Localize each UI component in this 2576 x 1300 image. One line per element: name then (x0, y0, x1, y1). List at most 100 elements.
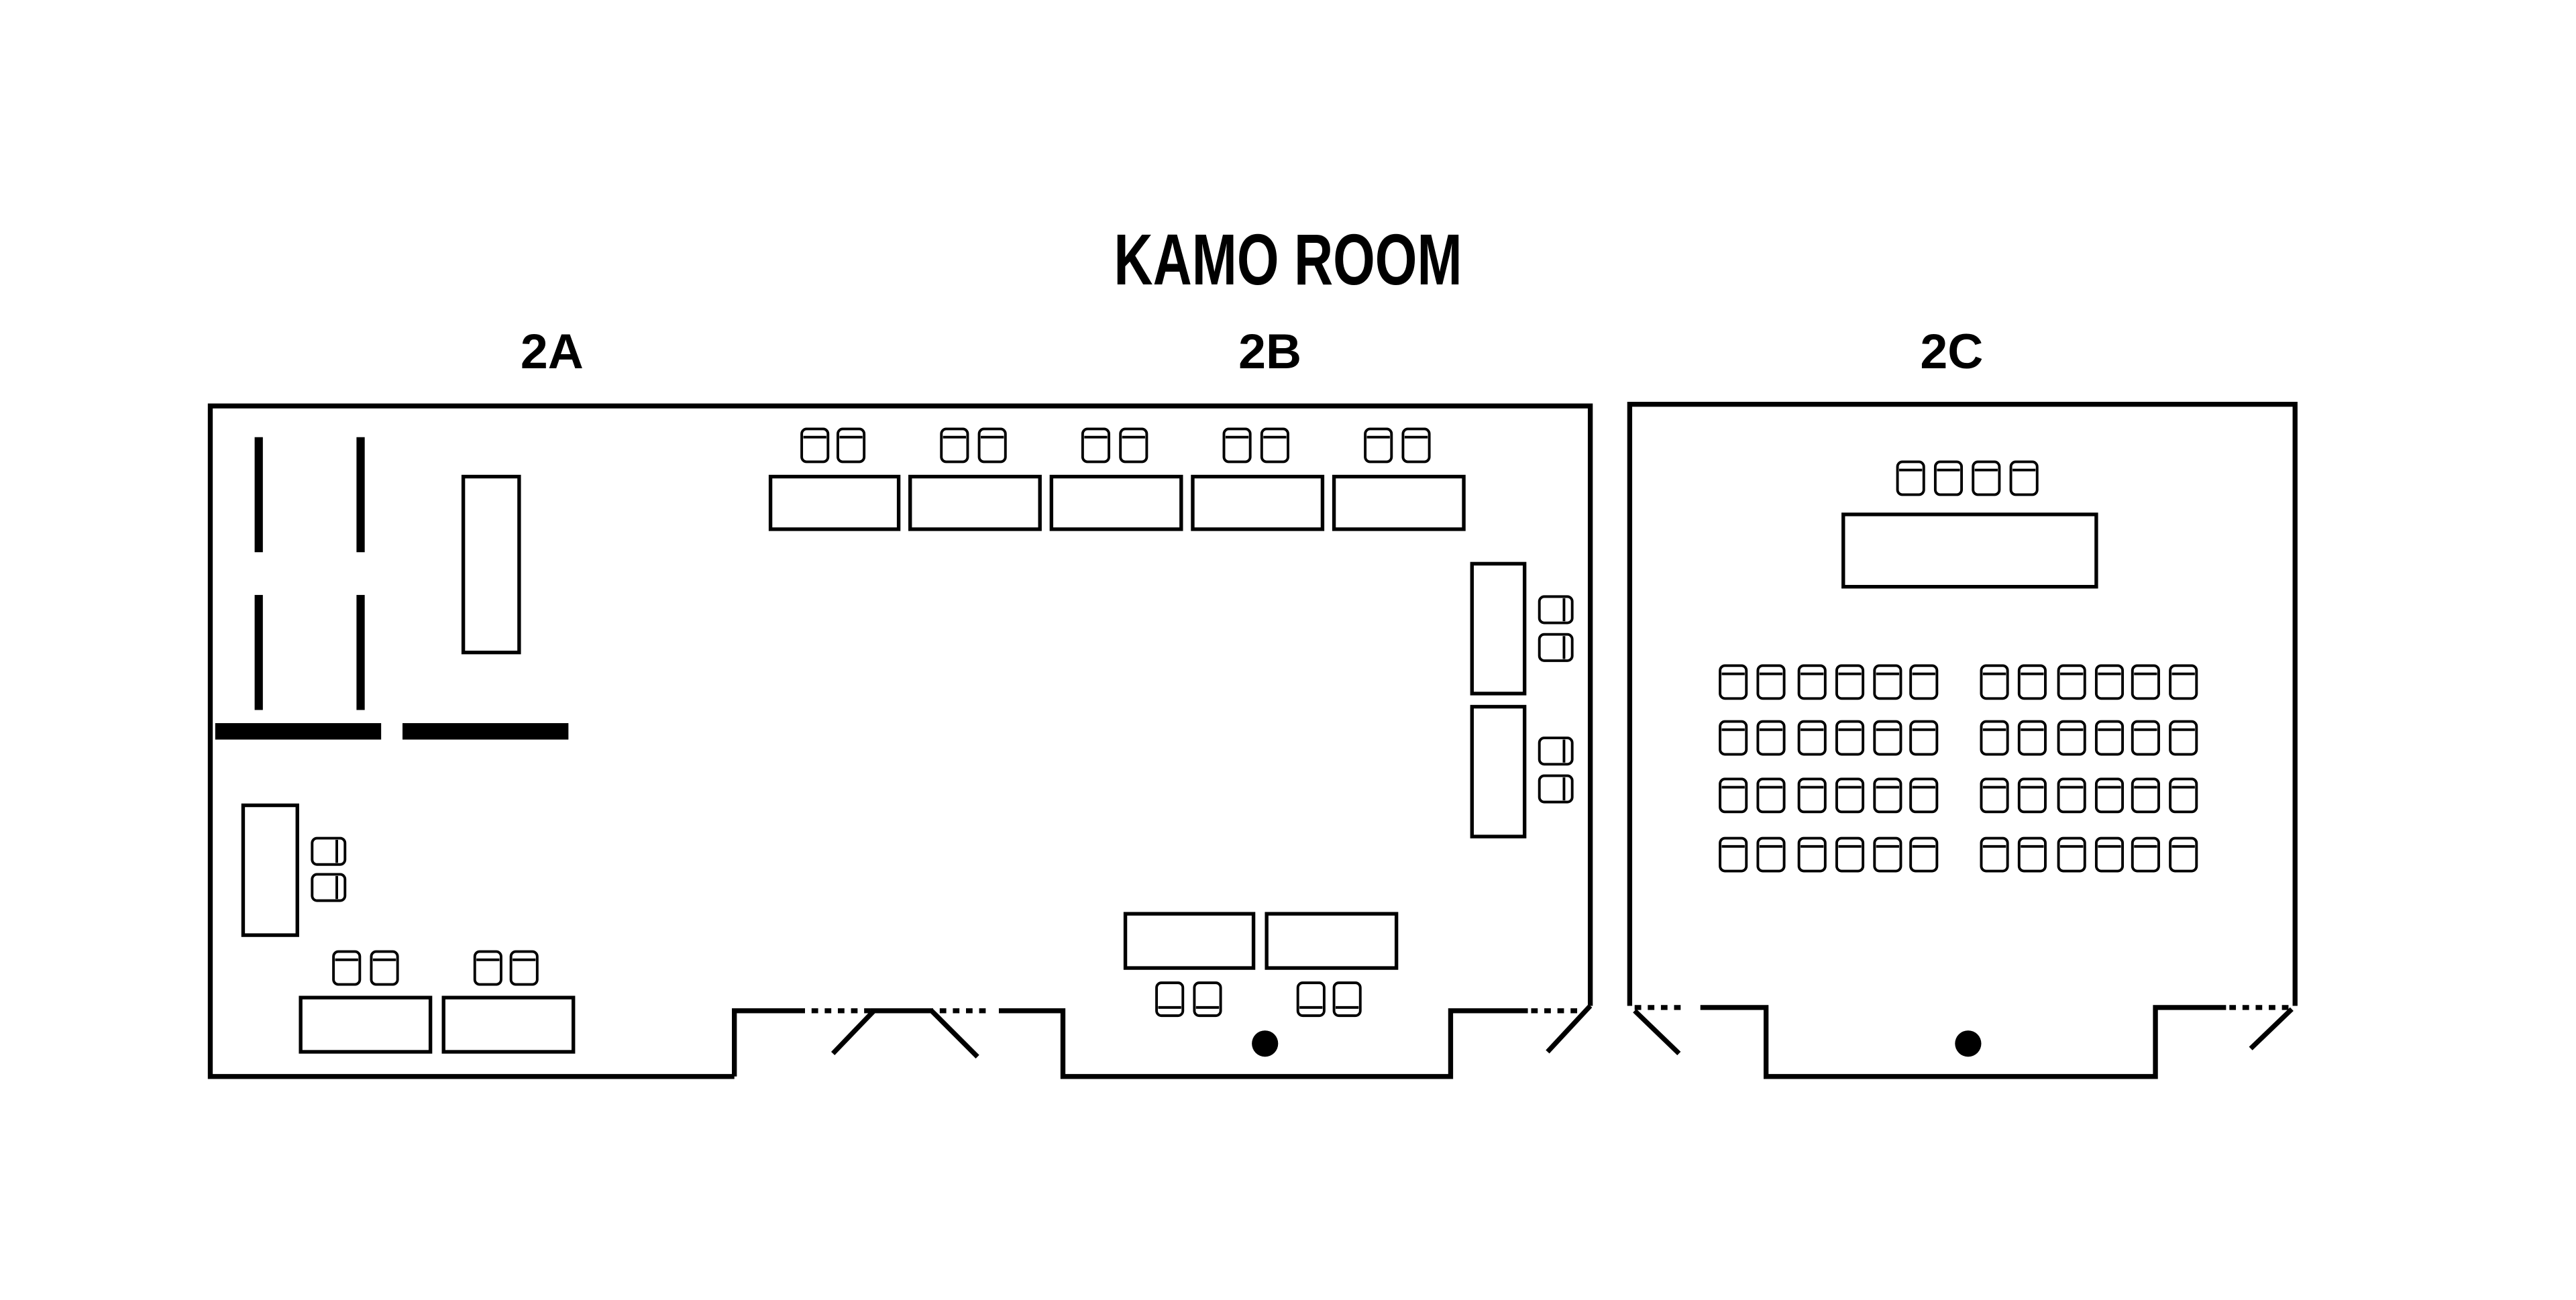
chair-icon (2094, 720, 2125, 756)
chair-icon (332, 950, 362, 986)
chair-icon (1797, 777, 1827, 814)
chair-icon (1155, 981, 1185, 1018)
chair-icon (1538, 633, 1574, 662)
chair-icon (1719, 836, 1748, 873)
chair-icon (1222, 427, 1252, 464)
room-label-2b: 2B (1238, 323, 1301, 379)
chair-icon (1835, 777, 1865, 814)
table (1470, 704, 1527, 838)
room-2ab-walls (207, 403, 1593, 1079)
chair-icon (1296, 981, 1326, 1018)
pillar-icon (1955, 1030, 1982, 1057)
chair-icon (1980, 836, 2009, 873)
chair-icon (1538, 595, 1574, 625)
chair-icon (2009, 460, 2039, 496)
chair-icon (1081, 427, 1111, 464)
room-2c-walls (1627, 402, 2298, 1079)
chair-icon (311, 873, 347, 902)
chair-icon (1835, 836, 1865, 873)
chair-icon (977, 427, 1007, 464)
chair-icon (2017, 664, 2047, 700)
room-label-2a: 2A (521, 323, 584, 379)
chair-icon (2057, 664, 2086, 700)
chair-icon (1332, 981, 1362, 1018)
chair-icon (1909, 836, 1939, 873)
chair-icon (1835, 664, 1865, 700)
table (1265, 912, 1399, 970)
chair-icon (1260, 427, 1289, 464)
chair-icon (473, 950, 502, 986)
chairs (311, 427, 2198, 1018)
chair-icon (1980, 720, 2009, 756)
chair-icon (1756, 664, 1786, 700)
chair-icon (2057, 720, 2086, 756)
chair-icon (800, 427, 830, 464)
chair-icon (2169, 836, 2198, 873)
chair-icon (2057, 777, 2086, 814)
chair-icon (1719, 664, 1748, 700)
chair-icon (1909, 777, 1939, 814)
chair-icon (1756, 720, 1786, 756)
table (1123, 912, 1256, 970)
chair-icon (2169, 664, 2198, 700)
plan-title: KAMO ROOM (1114, 219, 1462, 300)
chair-icon (2017, 836, 2047, 873)
chair-icon (1873, 720, 1902, 756)
chair-icon (2169, 777, 2198, 814)
chair-icon (1980, 664, 2009, 700)
room-label-2c: 2C (1920, 323, 1983, 379)
table (1470, 561, 1527, 696)
chair-icon (2131, 777, 2160, 814)
chair-icon (1933, 460, 1964, 496)
chair-icon (2131, 664, 2160, 700)
chair-icon (1980, 777, 2009, 814)
chair-icon (1719, 720, 1748, 756)
chair-icon (1756, 836, 1786, 873)
chair-icon (1797, 836, 1827, 873)
chair-icon (1873, 836, 1902, 873)
chair-icon (370, 950, 399, 986)
table (1841, 512, 2098, 589)
table (461, 474, 521, 655)
chair-icon (1873, 664, 1902, 700)
chair-icon (509, 950, 539, 986)
chair-icon (2094, 664, 2125, 700)
chair-icon (1909, 664, 1939, 700)
chair-icon (1193, 981, 1222, 1018)
chair-icon (1364, 427, 1393, 464)
chair-icon (1538, 737, 1574, 766)
chair-icon (2017, 720, 2047, 756)
chair-icon (1401, 427, 1431, 464)
table (1191, 474, 1325, 531)
table (441, 995, 576, 1054)
chair-icon (1538, 774, 1574, 804)
table (1049, 474, 1183, 531)
chair-icon (837, 427, 866, 464)
chair-icon (1119, 427, 1148, 464)
chair-icon (1873, 777, 1902, 814)
chair-icon (1756, 777, 1786, 814)
chair-icon (2131, 720, 2160, 756)
chair-icon (2131, 836, 2160, 873)
chair-icon (940, 427, 969, 464)
chair-icon (1797, 720, 1827, 756)
chair-icon (1835, 720, 1865, 756)
table (1332, 474, 1466, 531)
room-2a-partitions (215, 437, 569, 740)
pillar-icon (1252, 1030, 1279, 1057)
chair-icon (1972, 460, 2001, 496)
chair-icon (2057, 836, 2086, 873)
chair-icon (2094, 777, 2125, 814)
chair-icon (2094, 836, 2125, 873)
chair-icon (1909, 720, 1939, 756)
tables (241, 474, 2098, 1054)
table (768, 474, 901, 531)
table (241, 803, 299, 937)
chair-icon (311, 836, 347, 866)
table (299, 995, 433, 1054)
table (908, 474, 1042, 531)
chair-icon (2169, 720, 2198, 756)
chair-icon (1896, 460, 1925, 496)
chair-icon (2017, 777, 2047, 814)
